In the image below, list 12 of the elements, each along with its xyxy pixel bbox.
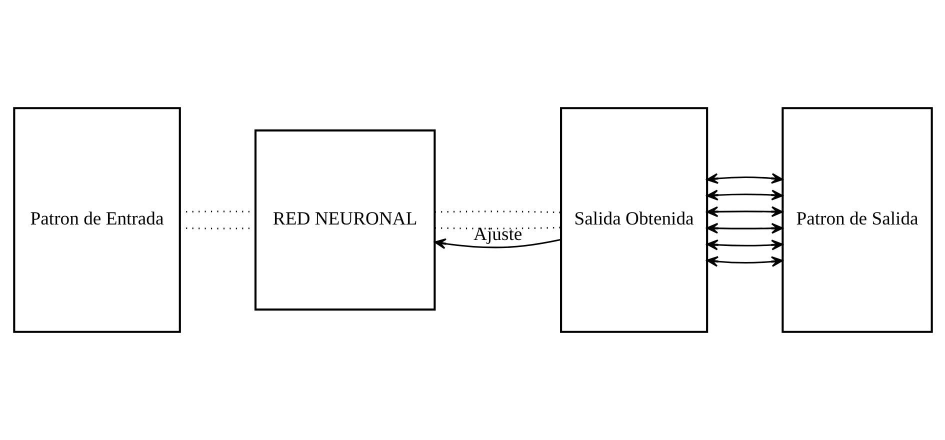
arrow	[706, 190, 783, 201]
arrow	[434, 238, 560, 250]
node-box: Patron de Salida	[781, 107, 932, 333]
arrow	[706, 256, 783, 268]
arrow	[706, 239, 783, 250]
arrow	[706, 206, 783, 218]
arrow	[706, 222, 783, 234]
node-box: Salida Obtenida	[560, 107, 708, 333]
node-box: RED NEURONAL	[254, 129, 436, 311]
node-box: Patron de Entrada	[12, 107, 180, 333]
arrow	[706, 172, 783, 184]
edge-label: Ajuste	[473, 224, 522, 246]
